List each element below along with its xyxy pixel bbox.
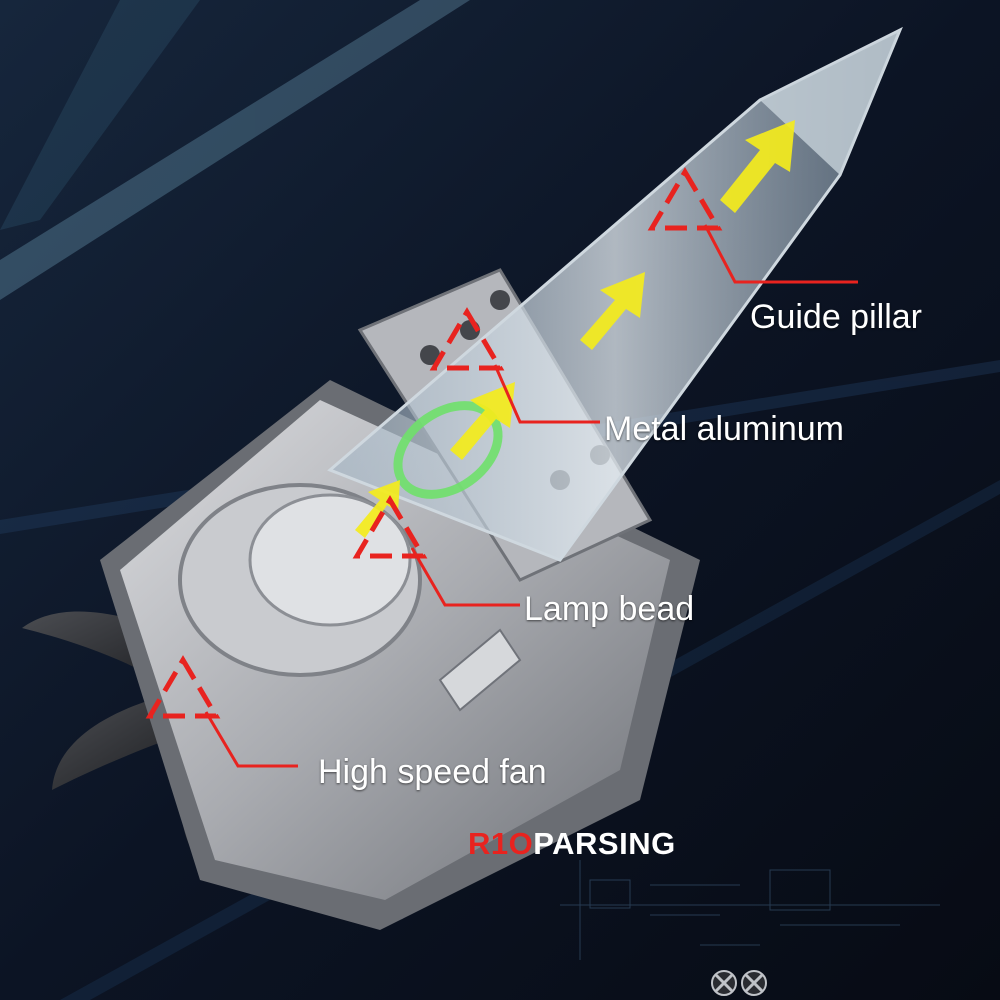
callout-lamp-bead: Lamp bead: [524, 590, 695, 628]
triangle-marker-icon: [145, 167, 723, 719]
callout-metal-aluminum: Metal aluminum: [604, 410, 844, 448]
yellow-arrow-icon: [355, 120, 795, 538]
brand-suffix: PARSING: [533, 826, 676, 861]
callout-leader-lines: [204, 224, 858, 768]
screw-icons: [711, 970, 767, 996]
callout-guide-pillar: Guide pillar: [750, 298, 922, 336]
brand-title: R1OPARSING: [468, 826, 676, 862]
brand-prefix: R1O: [468, 826, 534, 861]
callout-high-speed-fan: High speed fan: [318, 753, 547, 791]
